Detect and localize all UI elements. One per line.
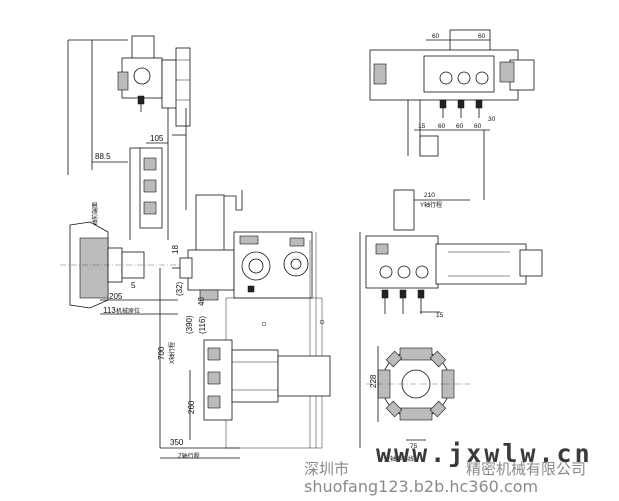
- label-spindle-center: 主轴中心线: [384, 455, 414, 463]
- dim-5: 5: [131, 281, 136, 290]
- dim-116: (116): [198, 316, 207, 334]
- dim-60-bot-b: 60: [456, 123, 464, 130]
- dim-210: 210: [424, 192, 435, 199]
- dim-105: 105: [150, 134, 164, 143]
- label-spindle-end-face: 主轴前端面: [91, 202, 99, 232]
- watermark: www.jxwlw.cn 深圳市 精密机械有限公司 shuofang123.b2…: [304, 439, 593, 496]
- dim-15-top: 15: [418, 123, 426, 130]
- dim-32: (32): [175, 281, 184, 296]
- watermark-company-tail: 精密机械有限公司: [466, 460, 586, 478]
- label-z-travel: Z轴行程: [178, 452, 200, 460]
- dim-113: 113: [103, 306, 116, 315]
- dim-15-mid: 15: [436, 312, 444, 319]
- dim-228: 228: [369, 374, 378, 388]
- dim-60-top-a: 60: [432, 33, 440, 40]
- dim-350: 350: [170, 438, 184, 447]
- dim-88-5: 88.5: [95, 152, 111, 161]
- dim-75: 75: [410, 443, 418, 450]
- watermark-company-prefix: 深圳市: [304, 460, 349, 478]
- watermark-url: www.jxwlw.cn: [376, 439, 593, 468]
- dim-60-bot-a: 60: [438, 123, 446, 130]
- dim-60-top-b: 60: [478, 33, 486, 40]
- dim-30: 30: [488, 116, 496, 123]
- label-y-travel: Y轴行程: [420, 201, 442, 209]
- label-x-travel: X轴行程: [168, 342, 176, 364]
- dim-260: 260: [187, 400, 196, 414]
- label-machine-origin: 机械原位: [116, 307, 140, 315]
- dim-60-bot-c: 60: [474, 123, 482, 130]
- dim-40: 40: [197, 297, 206, 306]
- right-top-assembly: 60 60 15 60 60 60 30 210 Y轴行程: [369, 29, 535, 209]
- dim-700: 700: [157, 346, 166, 360]
- left-assembly: 88.5 105 主轴前端面 5: [60, 35, 331, 460]
- right-bottom-turret: 228 75 主轴中心线: [366, 346, 470, 463]
- dim-390: (390): [185, 315, 194, 334]
- right-middle-assembly: 15: [359, 189, 543, 448]
- dim-18: 18: [171, 245, 180, 254]
- dim-205: 205: [109, 292, 123, 301]
- watermark-url-2: shuofang123.b2b.hc360.com: [304, 477, 538, 496]
